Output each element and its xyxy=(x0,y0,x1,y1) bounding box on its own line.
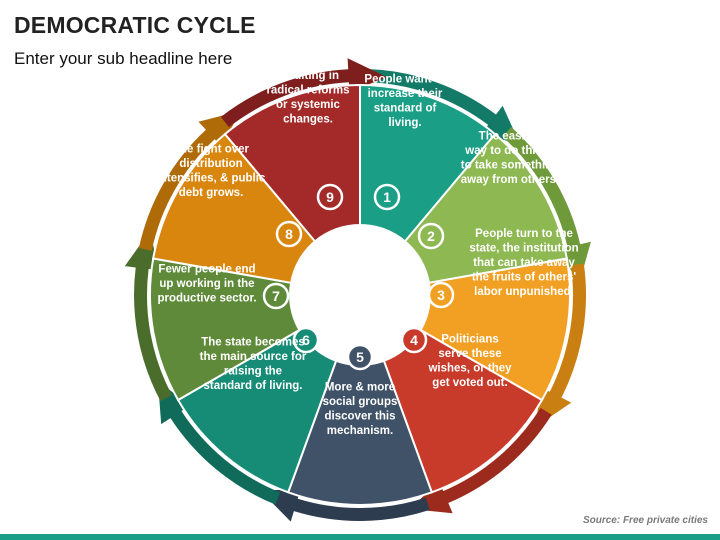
step-text-line: get voted out. xyxy=(432,377,507,389)
step-text-line: debt grows. xyxy=(179,187,244,199)
bottom-accent-bar xyxy=(0,534,720,540)
step-number-1: 1 xyxy=(383,189,391,205)
step-number-8: 8 xyxy=(285,226,293,242)
step-text-line: way to do this is xyxy=(464,145,554,157)
step-text-line: Fewer people end xyxy=(158,264,255,276)
step-badge-8: 8 xyxy=(275,220,303,248)
cycle-arrow-5 xyxy=(260,489,430,522)
step-text-1: People want to increase their standard of l… xyxy=(364,73,445,129)
cycle-segment-2 xyxy=(403,132,568,284)
step-text-line: mechanism. xyxy=(327,425,393,437)
step-number-9: 9 xyxy=(326,189,334,205)
step-text-line: state, the institution xyxy=(469,243,578,255)
step-number-2: 2 xyxy=(427,228,435,244)
cycle-segment-6 xyxy=(176,328,338,494)
step-text-line: changes. xyxy=(283,113,333,125)
step-text-line: living. xyxy=(388,117,421,129)
step-badge-circle-5 xyxy=(346,343,374,371)
step-text-line: or systemic xyxy=(276,99,341,111)
step-number-4: 4 xyxy=(410,332,418,348)
step-badge-circle-7 xyxy=(262,282,290,310)
step-number-6: 6 xyxy=(302,332,310,348)
step-number-5: 5 xyxy=(356,349,364,365)
cycle-arrow-9 xyxy=(220,58,387,128)
step-badge-4: 4 xyxy=(400,326,428,354)
step-text-7: Fewer people end up working in the product… xyxy=(157,264,256,305)
step-text-line: up working in the xyxy=(159,278,254,290)
step-number-3: 3 xyxy=(437,287,445,303)
step-badge-2: 2 xyxy=(417,222,445,250)
cycle-arrows xyxy=(124,58,591,522)
step-badge-3: 3 xyxy=(427,281,455,309)
step-text-line: More & more xyxy=(325,381,395,393)
step-text-line: that can take away xyxy=(473,257,575,269)
step-text-line: increase their xyxy=(368,88,443,100)
step-text-line: discover this xyxy=(325,410,396,422)
step-badge-6: 6 xyxy=(292,326,320,354)
step-text-line: the fruits of others' xyxy=(472,272,577,284)
step-badge-7: 7 xyxy=(262,282,290,310)
step-badge-1: 1 xyxy=(373,183,401,211)
cycle-arrow-7 xyxy=(124,230,172,402)
step-text-line: radical reforms xyxy=(266,84,349,96)
step-badge-circle-6 xyxy=(292,326,320,354)
cycle-segment-7 xyxy=(149,257,301,402)
step-text-line: the main source for xyxy=(200,351,307,363)
step-text-3: People turn to the state, the institution… xyxy=(469,228,578,298)
step-text-6: The state becomes the main source for rais… xyxy=(200,336,307,392)
cycle-segment-8 xyxy=(152,132,317,284)
cycle-texts: People want to increase their standard of l… xyxy=(157,41,579,437)
step-text-line: The state runs xyxy=(269,41,348,53)
step-text-4: Politicians serve these wishes, or they get… xyxy=(427,333,512,389)
step-badge-circle-3 xyxy=(427,281,455,309)
step-text-line: social groups xyxy=(323,396,398,408)
step-text-2: The easiest way to do this is to take some… xyxy=(461,130,559,186)
step-text-line: labor unpunished. xyxy=(474,286,574,298)
step-text-8: The fight over distribution intensifies, &… xyxy=(157,143,266,199)
step-text-line: The fight over xyxy=(173,143,250,155)
step-text-line: wishes, or they xyxy=(427,362,512,374)
step-text-5: More & more social groups discover this mec… xyxy=(323,381,398,437)
step-text-line: out of money, xyxy=(271,55,346,67)
step-text-line: resulting in xyxy=(277,70,339,82)
step-text-line: away from others. xyxy=(461,174,559,186)
step-number-7: 7 xyxy=(272,288,280,304)
step-text-line: The easiest xyxy=(479,130,542,142)
step-badge-circle-9 xyxy=(316,183,344,211)
page-subtitle: Enter your sub headline here xyxy=(14,49,233,68)
step-text-line: to take something xyxy=(461,159,559,171)
step-text-line: standard of xyxy=(374,102,437,114)
page-title: DEMOCRATIC CYCLE xyxy=(14,12,256,38)
step-text-line: Politicians xyxy=(441,333,499,345)
source-note: Source: Free private cities xyxy=(582,515,708,526)
step-text-line: The state becomes xyxy=(201,336,305,348)
step-text-line: serve these xyxy=(438,348,501,360)
step-text-line: raising the xyxy=(224,365,282,377)
step-text-line: standard of living. xyxy=(203,380,302,392)
cycle-badges: 1 2 3 4 5 6 7 8 9 xyxy=(262,183,455,371)
step-badge-circle-8 xyxy=(275,220,303,248)
step-text-line: intensifies, & public xyxy=(157,172,266,184)
step-badge-9: 9 xyxy=(316,183,344,211)
cycle-arrow-2 xyxy=(502,127,591,284)
step-text-9: The state runs out of money, resulting in r… xyxy=(266,41,349,126)
step-badge-5: 5 xyxy=(346,343,374,371)
cycle-arrow-3 xyxy=(535,263,587,428)
step-text-line: People want to xyxy=(364,73,445,85)
step-text-line: productive sector. xyxy=(157,293,256,305)
step-text-line: distribution xyxy=(179,158,242,170)
step-badge-circle-2 xyxy=(417,222,445,250)
step-badge-circle-4 xyxy=(400,326,428,354)
step-text-line: People turn to the xyxy=(475,228,573,240)
step-badge-circle-1 xyxy=(373,183,401,211)
